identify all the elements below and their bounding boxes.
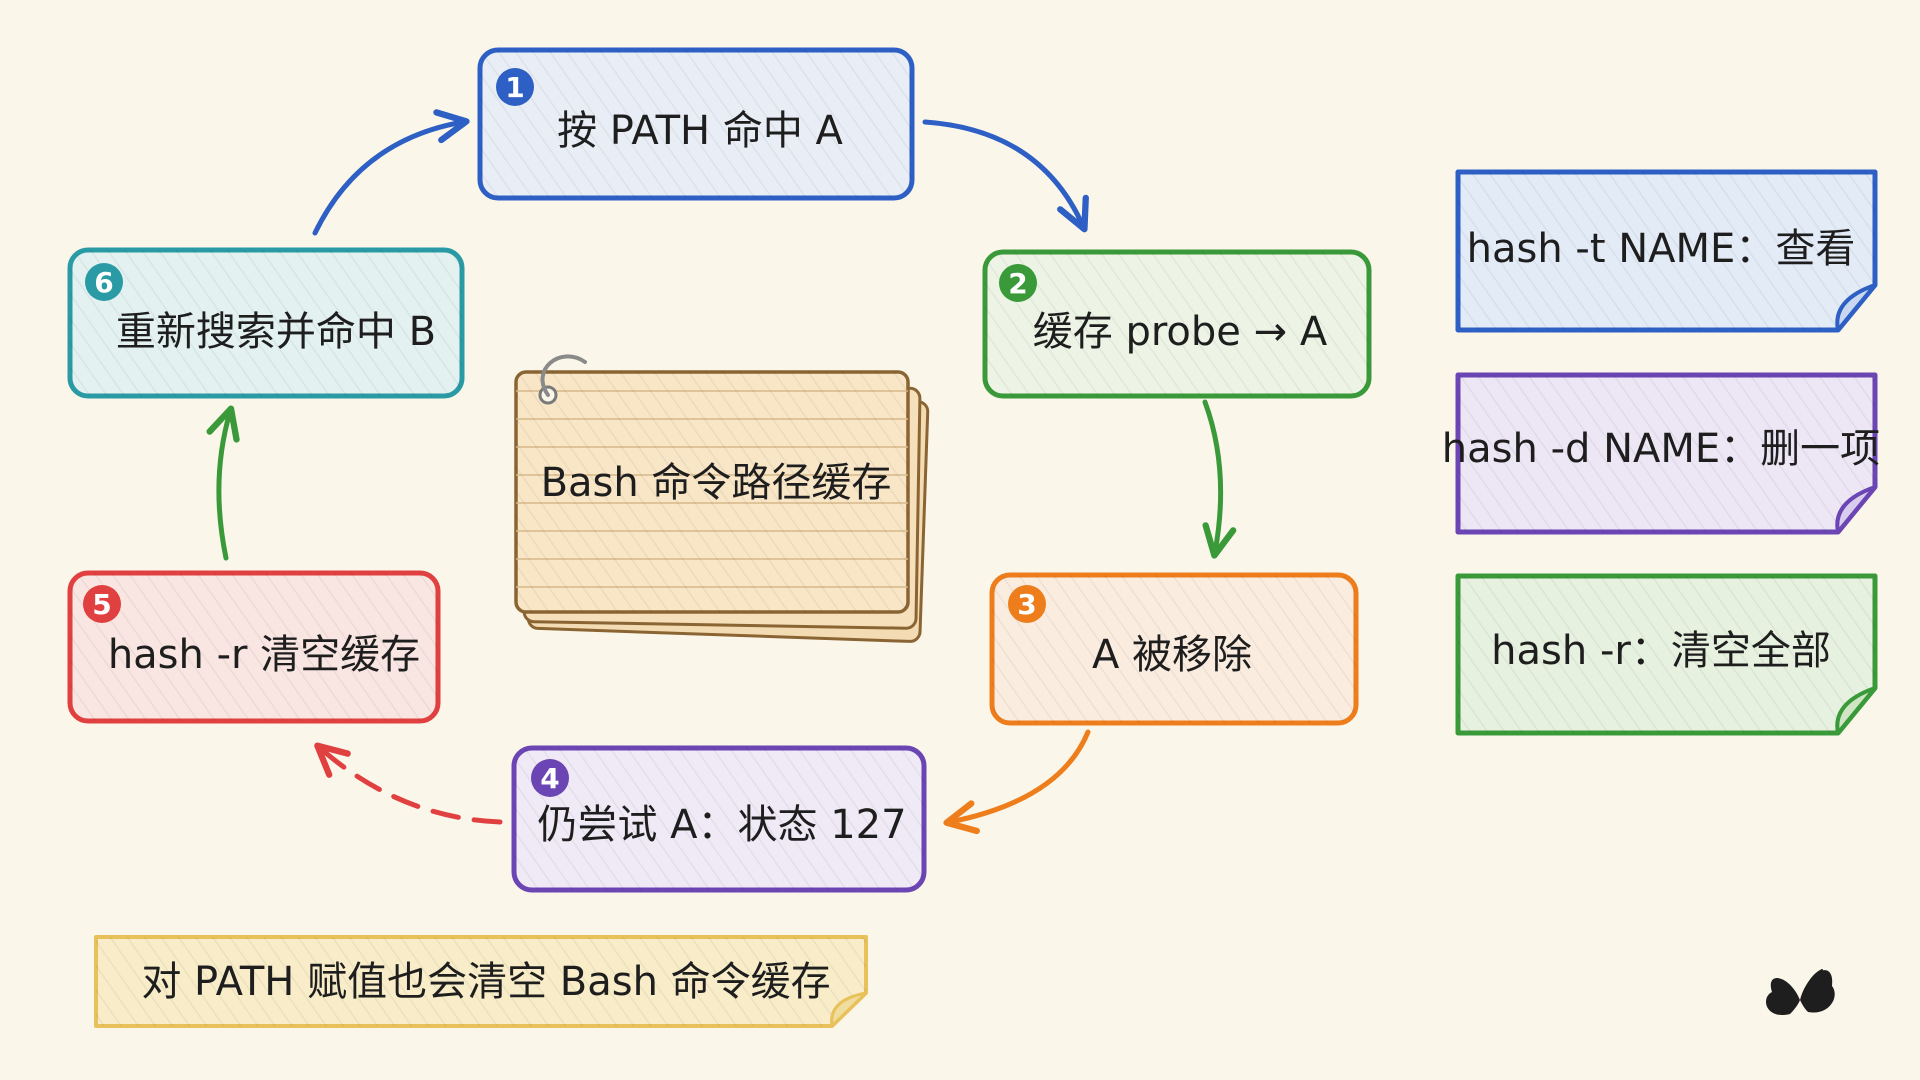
- step-6-box: 6 重新搜索并命中 B: [67, 247, 465, 399]
- note-hash-d-fold: [1835, 485, 1877, 534]
- step-1-number: 1: [505, 71, 524, 104]
- step-5-box: 5 hash -r 清空缓存: [67, 570, 441, 724]
- arrow-4-to-5: [314, 742, 503, 825]
- step-1-box: 1 按 PATH 命中 A: [477, 47, 915, 201]
- note-hash-r-fold: [1835, 686, 1877, 735]
- step-6-number: 6: [94, 266, 113, 299]
- note-hash-r: hash -r：清空全部: [1455, 573, 1878, 736]
- arrow-6-to-1: [312, 109, 470, 236]
- note-hash-t-fold: [1835, 283, 1877, 332]
- footer-note: 对 PATH 赋值也会清空 Bash 命令缓存: [94, 935, 868, 1028]
- footer-note-fold: [830, 991, 868, 1028]
- center-card-stack: Bash 命令路径缓存: [514, 354, 930, 643]
- step-3-label: A 被移除: [1092, 632, 1252, 678]
- note-hash-t: hash -t NAME：查看: [1455, 169, 1878, 333]
- step-5-number: 5: [92, 588, 111, 621]
- step-2-badge: [999, 264, 1037, 302]
- step-4-box: 4 仍尝试 A：状态 127: [511, 745, 927, 893]
- note-hash-d-label: hash -d NAME：删一项: [1442, 426, 1880, 472]
- cycle-arrows: [206, 109, 1237, 835]
- butterfly-icon: [1766, 969, 1835, 1016]
- step-2-number: 2: [1008, 267, 1027, 300]
- step-6-badge: [85, 263, 123, 301]
- step-3-badge: [1008, 585, 1046, 623]
- arrow-1-to-2: [922, 119, 1089, 233]
- step-2-label: 缓存 probe → A: [1033, 309, 1328, 355]
- step-4-label: 仍尝试 A：状态 127: [537, 802, 906, 848]
- note-hash-t-label: hash -t NAME：查看: [1467, 226, 1856, 272]
- arrow-3-to-4: [943, 729, 1091, 835]
- step-1-label: 按 PATH 命中 A: [557, 108, 843, 154]
- step-4-badge: [531, 759, 569, 797]
- arrow-2-to-3: [1202, 399, 1237, 559]
- note-hash-d: hash -d NAME：删一项: [1442, 372, 1880, 535]
- footer-note-label: 对 PATH 赋值也会清空 Bash 命令缓存: [141, 959, 830, 1005]
- step-3-number: 3: [1017, 588, 1036, 621]
- arrow-5-to-6: [206, 405, 240, 561]
- step-2-box: 2 缓存 probe → A: [982, 249, 1372, 399]
- ring-binder-icon: [538, 354, 587, 405]
- step-5-label: hash -r 清空缓存: [108, 632, 420, 678]
- step-1-badge: [496, 68, 534, 106]
- step-5-badge: [83, 585, 121, 623]
- step-3-box: 3 A 被移除: [989, 572, 1359, 726]
- step-6-label: 重新搜索并命中 B: [116, 309, 436, 355]
- note-hash-r-label: hash -r：清空全部: [1491, 628, 1831, 674]
- step-4-number: 4: [540, 762, 559, 795]
- center-card-label: Bash 命令路径缓存: [541, 460, 892, 506]
